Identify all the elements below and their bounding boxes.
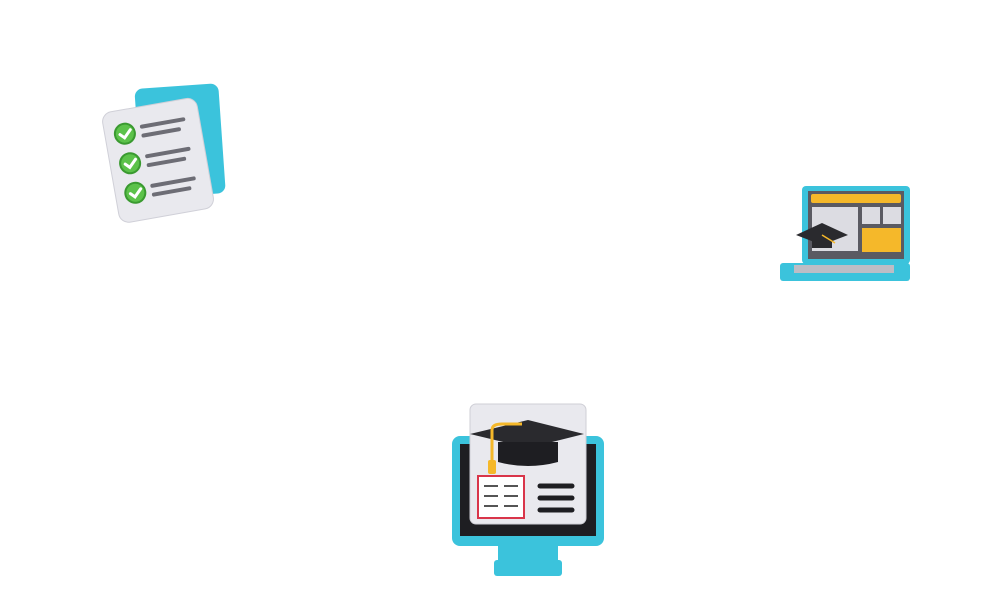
monitor-e-learning-icon [452,403,604,576]
checklist-documents-icon [102,83,226,223]
laptop-online-course-icon [780,186,910,281]
